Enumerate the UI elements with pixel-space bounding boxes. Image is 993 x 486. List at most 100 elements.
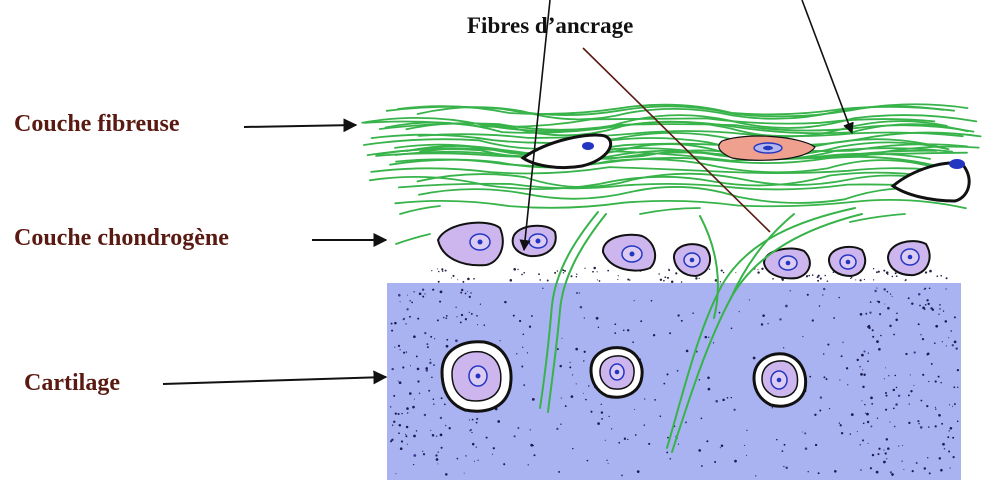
matrix-speckle <box>403 352 405 354</box>
matrix-speckle <box>822 294 823 295</box>
matrix-speckle <box>640 320 642 322</box>
matrix-speckle <box>850 433 851 434</box>
matrix-speckle <box>570 362 571 363</box>
chondrogenic-dot <box>442 270 443 271</box>
matrix-speckle <box>862 386 864 388</box>
matrix-speckle <box>819 410 821 412</box>
matrix-speckle <box>660 415 662 417</box>
chondrogenic-dot <box>681 281 683 283</box>
chondrogenic-dot <box>510 279 513 282</box>
matrix-speckle <box>527 352 528 353</box>
matrix-speckle <box>614 323 616 325</box>
matrix-speckle <box>866 413 869 416</box>
matrix-speckle <box>949 430 950 431</box>
matrix-speckle <box>493 447 495 449</box>
matrix-speckle <box>651 300 653 302</box>
matrix-speckle <box>410 365 411 366</box>
matrix-speckle <box>894 426 896 428</box>
matrix-speckle <box>608 463 609 464</box>
matrix-speckle <box>910 374 911 375</box>
matrix-speckle <box>939 457 941 459</box>
chondrogenic-dot <box>599 280 601 282</box>
chondrogenic-dot <box>761 268 763 270</box>
chondrogenic-dot <box>827 280 829 282</box>
matrix-speckle <box>497 420 500 423</box>
matrix-speckle <box>584 351 586 353</box>
chondrogenic-dot <box>864 279 865 280</box>
chondrogenic-dot <box>431 270 432 271</box>
matrix-speckle <box>391 439 393 441</box>
matrix-speckle <box>583 360 584 361</box>
matrix-speckle <box>912 470 914 472</box>
matrix-speckle <box>812 319 814 321</box>
matrix-speckle <box>424 293 425 294</box>
chondrogenic-dot <box>772 278 774 280</box>
matrix-speckle <box>868 443 869 444</box>
matrix-speckle <box>395 473 396 474</box>
matrix-speckle <box>632 341 634 343</box>
matrix-speckle <box>456 316 457 317</box>
matrix-speckle <box>887 447 890 450</box>
matrix-speckle <box>605 440 606 441</box>
anchoring-fibers-label: Fibres d’ancrage <box>467 14 633 37</box>
matrix-speckle <box>449 427 451 429</box>
matrix-speckle <box>565 405 567 407</box>
matrix-speckle <box>465 293 467 295</box>
matrix-speckle <box>400 349 401 350</box>
matrix-speckle <box>439 301 441 303</box>
chondrogenic-dot <box>571 275 573 277</box>
matrix-speckle <box>407 295 408 296</box>
matrix-speckle <box>938 314 939 315</box>
chondrogenic-dot <box>473 278 475 280</box>
matrix-speckle <box>637 470 640 473</box>
matrix-speckle <box>477 460 478 461</box>
matrix-speckle <box>918 293 921 296</box>
matrix-speckle <box>883 450 884 451</box>
matrix-speckle <box>938 414 941 417</box>
matrix-speckle <box>513 315 515 317</box>
matrix-speckle <box>841 432 843 434</box>
matrix-speckle <box>942 341 943 342</box>
matrix-speckle <box>814 414 816 416</box>
chondrogenic-dot <box>735 272 736 273</box>
matrix-speckle <box>856 359 858 361</box>
matrix-speckle <box>699 379 701 381</box>
matrix-speckle <box>484 324 486 326</box>
chondrogenic-dot <box>660 279 662 281</box>
matrix-speckle <box>528 464 529 465</box>
matrix-speckle <box>413 454 416 457</box>
chondrogenic-dot <box>699 278 700 279</box>
chondrogenic-dot <box>539 279 541 281</box>
matrix-speckle <box>715 400 718 403</box>
chondrogenic-dot <box>547 280 549 282</box>
chondrogenic-dot <box>441 268 443 270</box>
matrix-speckle <box>424 332 426 334</box>
matrix-speckle <box>701 418 703 420</box>
matrix-speckle <box>627 329 629 331</box>
matrix-speckle <box>529 326 531 328</box>
matrix-speckle <box>708 337 709 338</box>
matrix-speckle <box>908 297 910 299</box>
matrix-speckle <box>461 289 463 291</box>
matrix-speckle <box>406 426 409 429</box>
matrix-speckle <box>839 422 840 423</box>
chondrogenic-dot <box>873 268 874 269</box>
matrix-speckle <box>922 307 925 310</box>
chondrogenic-dot <box>664 276 666 278</box>
matrix-speckle <box>561 338 562 339</box>
matrix-speckle <box>571 395 574 398</box>
matrix-speckle <box>896 387 897 388</box>
matrix-speckle <box>400 301 401 302</box>
chondroblast-cell <box>888 241 930 275</box>
matrix-speckle <box>947 436 949 438</box>
chondrogenic-dot <box>437 268 438 269</box>
matrix-speckle <box>440 434 443 437</box>
chondrogenic-dot <box>817 280 819 282</box>
matrix-speckle <box>394 346 395 347</box>
matrix-speckle <box>705 336 708 339</box>
matrix-speckle <box>944 448 946 450</box>
chondrogenic-dot <box>757 269 758 270</box>
chondrogenic-dot <box>929 270 932 273</box>
matrix-speckle <box>608 416 609 417</box>
chondrogenic-dot <box>467 278 470 281</box>
